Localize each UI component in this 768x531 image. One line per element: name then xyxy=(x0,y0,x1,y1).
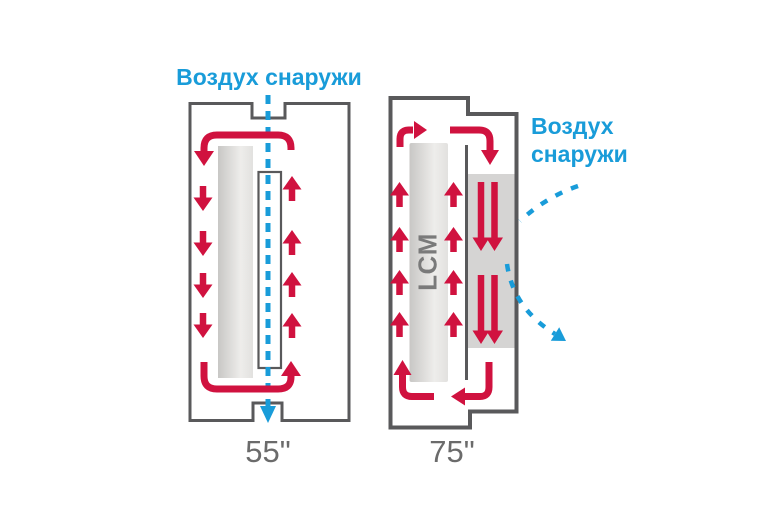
airflow-arrow-icon xyxy=(194,151,214,166)
airflow-arrow-icon xyxy=(390,312,409,337)
airflow-arrow-icon xyxy=(193,186,213,211)
size-label-55: 55" xyxy=(245,434,291,469)
outside-air-title-left: Воздух снаружи xyxy=(176,64,362,90)
airflow-arrow-icon xyxy=(481,150,499,165)
airflow-arc-top-center xyxy=(450,126,494,151)
airflow-arrow-icon xyxy=(282,176,302,201)
diagram-75 xyxy=(388,96,579,430)
air-circulation-55 xyxy=(193,131,302,393)
airflow-arrow-icon xyxy=(282,230,302,255)
outside-air-title-right: Воздух снаружи xyxy=(531,113,628,167)
lcm-panel-label: LCM xyxy=(412,233,443,291)
airflow-arrow-icon xyxy=(193,313,213,338)
air-circulation-75 xyxy=(390,121,503,406)
airflow-arrow-icon xyxy=(393,360,412,375)
airflow-arc-bottom xyxy=(200,362,295,393)
airflow-arrow-icon xyxy=(281,361,301,376)
airflow-arrow-icon xyxy=(282,313,302,338)
outside-air-flow-55 xyxy=(260,95,276,423)
airflow-arrow-icon xyxy=(282,272,302,297)
size-label-75: 75" xyxy=(429,434,475,469)
airflow-arrow-icon xyxy=(414,121,427,139)
airflow-arrow-icon xyxy=(390,227,409,252)
display-outline-55 xyxy=(188,102,351,422)
display-panel-55 xyxy=(218,146,253,378)
airflow-arrow-icon xyxy=(193,231,213,256)
airflow-arrow-icon xyxy=(390,270,409,295)
lcm-panel-75 xyxy=(409,143,448,382)
airflow-arc-bottom-center xyxy=(464,362,493,400)
airflow-arrow-icon xyxy=(451,387,465,406)
outside-air-path-75 xyxy=(504,183,579,341)
airflow-arc-top xyxy=(200,131,295,152)
airflow-arc-top-left xyxy=(396,126,413,147)
outside-air-arrow-icon xyxy=(260,406,276,423)
airflow-arrow-icon xyxy=(390,182,409,207)
display-outline-75 xyxy=(388,96,519,430)
airflow-arc-bottom-left xyxy=(399,374,434,400)
diagram-55 xyxy=(188,95,351,423)
airflow-arrow-icon xyxy=(193,273,213,298)
outside-air-dashed-curve-in xyxy=(518,183,579,223)
outside-air-arrow-icon xyxy=(550,327,566,341)
